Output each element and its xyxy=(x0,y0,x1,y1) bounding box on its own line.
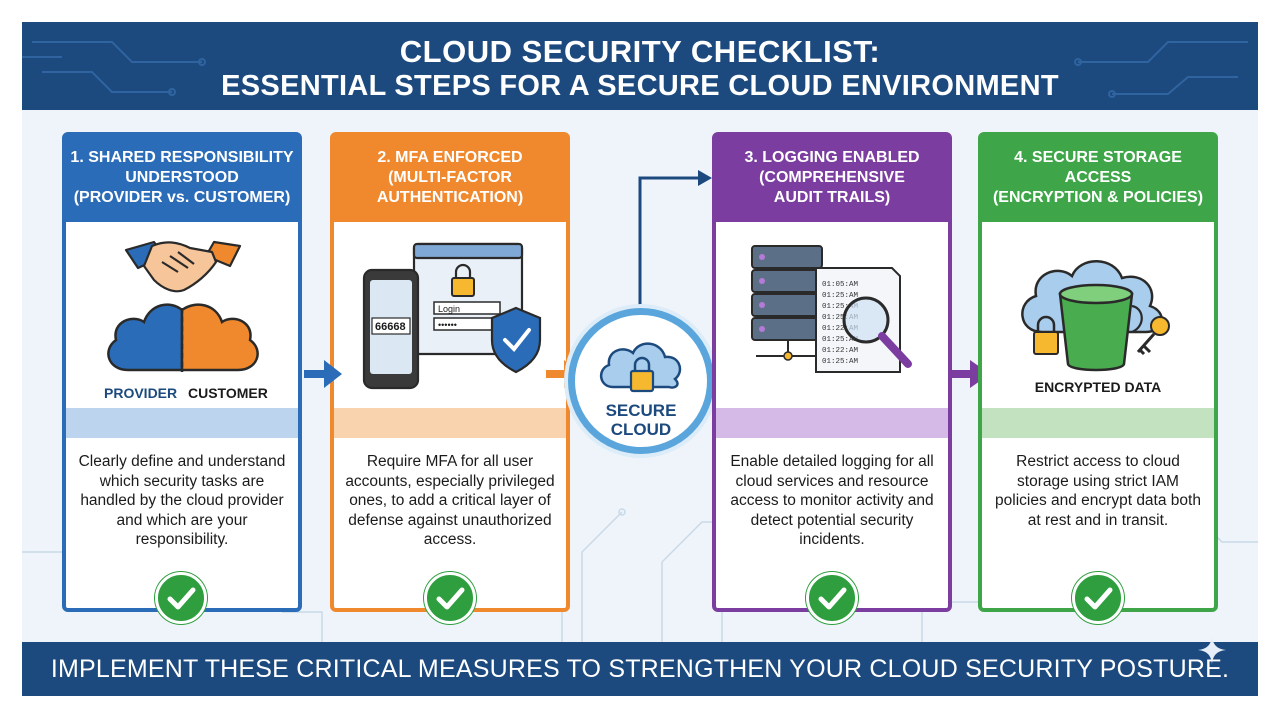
card-title-line: 2. MFA ENFORCED xyxy=(377,149,523,166)
card-title-line: AUTHENTICATION) xyxy=(376,189,524,206)
log-time: 01:25:AM xyxy=(822,303,859,311)
phone-login-shield-icon: Login •••••• 66668 xyxy=(362,242,542,390)
card-title-line: (COMPREHENSIVE xyxy=(759,169,905,186)
customer-label: CUSTOMER xyxy=(188,385,268,401)
cloud-label: CLOUD xyxy=(611,420,671,439)
footer-text: IMPLEMENT THESE CRITICAL MEASURES TO STR… xyxy=(50,655,1230,683)
card-logging-enabled: 3. LOGGING ENABLED (COMPREHENSIVE AUDIT … xyxy=(712,132,952,612)
encrypted-data-caption: ENCRYPTED DATA xyxy=(1035,379,1162,395)
checkmark-icon xyxy=(806,572,858,624)
card-title-line: ACCESS xyxy=(1064,169,1132,186)
log-time: 01:25:AM xyxy=(822,336,859,344)
password-mask: •••••• xyxy=(438,320,457,330)
handshake-cloud-icon: PROVIDER CUSTOMER xyxy=(104,240,268,401)
card-divider-band xyxy=(982,408,1214,438)
log-time: 01:25:AM xyxy=(822,314,859,322)
card-illustration: Login •••••• 66668 xyxy=(334,222,566,408)
card-title-line: UNDERSTOOD xyxy=(125,169,239,186)
card-title-line: (MULTI-FACTOR xyxy=(388,169,512,186)
card-illustration: ENCRYPTED DATA xyxy=(982,222,1214,408)
title-line-1: CLOUD SECURITY CHECKLIST: xyxy=(399,34,881,69)
card-mfa-enforced: 2. MFA ENFORCED (MULTI-FACTOR AUTHENTICA… xyxy=(330,132,570,612)
card-title-line: 1. SHARED RESPONSIBILITY xyxy=(70,149,294,166)
card-title-line: AUDIT TRAILS) xyxy=(773,189,891,206)
card-header: 2. MFA ENFORCED (MULTI-FACTOR AUTHENTICA… xyxy=(334,136,566,222)
card-divider-band xyxy=(66,408,298,438)
card-secure-storage: 4. SECURE STORAGE ACCESS (ENCRYPTION & P… xyxy=(978,132,1218,612)
log-time: 01:25:AM xyxy=(822,358,859,366)
card-header: 3. LOGGING ENABLED (COMPREHENSIVE AUDIT … xyxy=(716,136,948,222)
card-title-line: (ENCRYPTION & POLICIES) xyxy=(992,189,1204,206)
log-time: 01:05:AM xyxy=(822,281,859,289)
secure-label: SECURE xyxy=(606,401,677,420)
card-description: Clearly define and understand which secu… xyxy=(78,453,286,548)
footer-banner: IMPLEMENT THESE CRITICAL MEASURES TO STR… xyxy=(22,642,1258,696)
card-description: Enable detailed logging for all cloud se… xyxy=(730,453,934,548)
log-time: 01:22:AM xyxy=(822,347,859,355)
server-log-magnifier-icon: 01:05:AM 01:25:AM 01:25:AM 01:25:AM 01:2… xyxy=(751,245,912,373)
card-title-line: 4. SECURE STORAGE xyxy=(1014,149,1182,166)
infographic: CLOUD SECURITY CHECKLIST: ESSENTIAL STEP… xyxy=(22,22,1258,696)
card-illustration: PROVIDER CUSTOMER xyxy=(66,222,298,408)
card-title-line: (PROVIDER vs. CUSTOMER) xyxy=(73,189,291,206)
mfa-code: 66668 xyxy=(375,321,406,333)
card-header: 1. SHARED RESPONSIBILITY UNDERSTOOD (PRO… xyxy=(66,136,298,222)
card-divider-band xyxy=(716,408,948,438)
provider-label: PROVIDER xyxy=(104,385,177,401)
card-divider-band xyxy=(334,408,566,438)
cloud-lock-icon: SECURE CLOUD xyxy=(600,342,682,439)
card-header: 4. SECURE STORAGE ACCESS (ENCRYPTION & P… xyxy=(982,136,1214,222)
checkmark-icon xyxy=(1072,572,1124,624)
log-time: 01:25:AM xyxy=(822,292,859,300)
login-label: Login xyxy=(438,304,460,314)
sparkle-icon xyxy=(1198,636,1226,664)
card-illustration: 01:05:AM 01:25:AM 01:25:AM 01:25:AM 01:2… xyxy=(716,222,948,408)
secure-cloud-badge: SECURE CLOUD xyxy=(568,308,714,454)
card-title-line: 3. LOGGING ENABLED xyxy=(744,149,920,166)
log-time: 01:22:AM xyxy=(822,325,859,333)
circuit-decoration-icon xyxy=(22,41,1248,98)
card-description: Restrict access to cloud storage using s… xyxy=(995,453,1201,529)
header-banner: CLOUD SECURITY CHECKLIST: ESSENTIAL STEP… xyxy=(22,22,1258,110)
card-description: Require MFA for all user accounts, espec… xyxy=(345,453,555,548)
title-line-2: ESSENTIAL STEPS FOR A SECURE CLOUD ENVIR… xyxy=(221,70,1059,102)
card-shared-responsibility: 1. SHARED RESPONSIBILITY UNDERSTOOD (PRO… xyxy=(62,132,302,612)
checkmark-icon xyxy=(424,572,476,624)
cloud-bucket-lock-key-icon: ENCRYPTED DATA xyxy=(1021,260,1170,395)
checkmark-icon xyxy=(155,572,207,624)
